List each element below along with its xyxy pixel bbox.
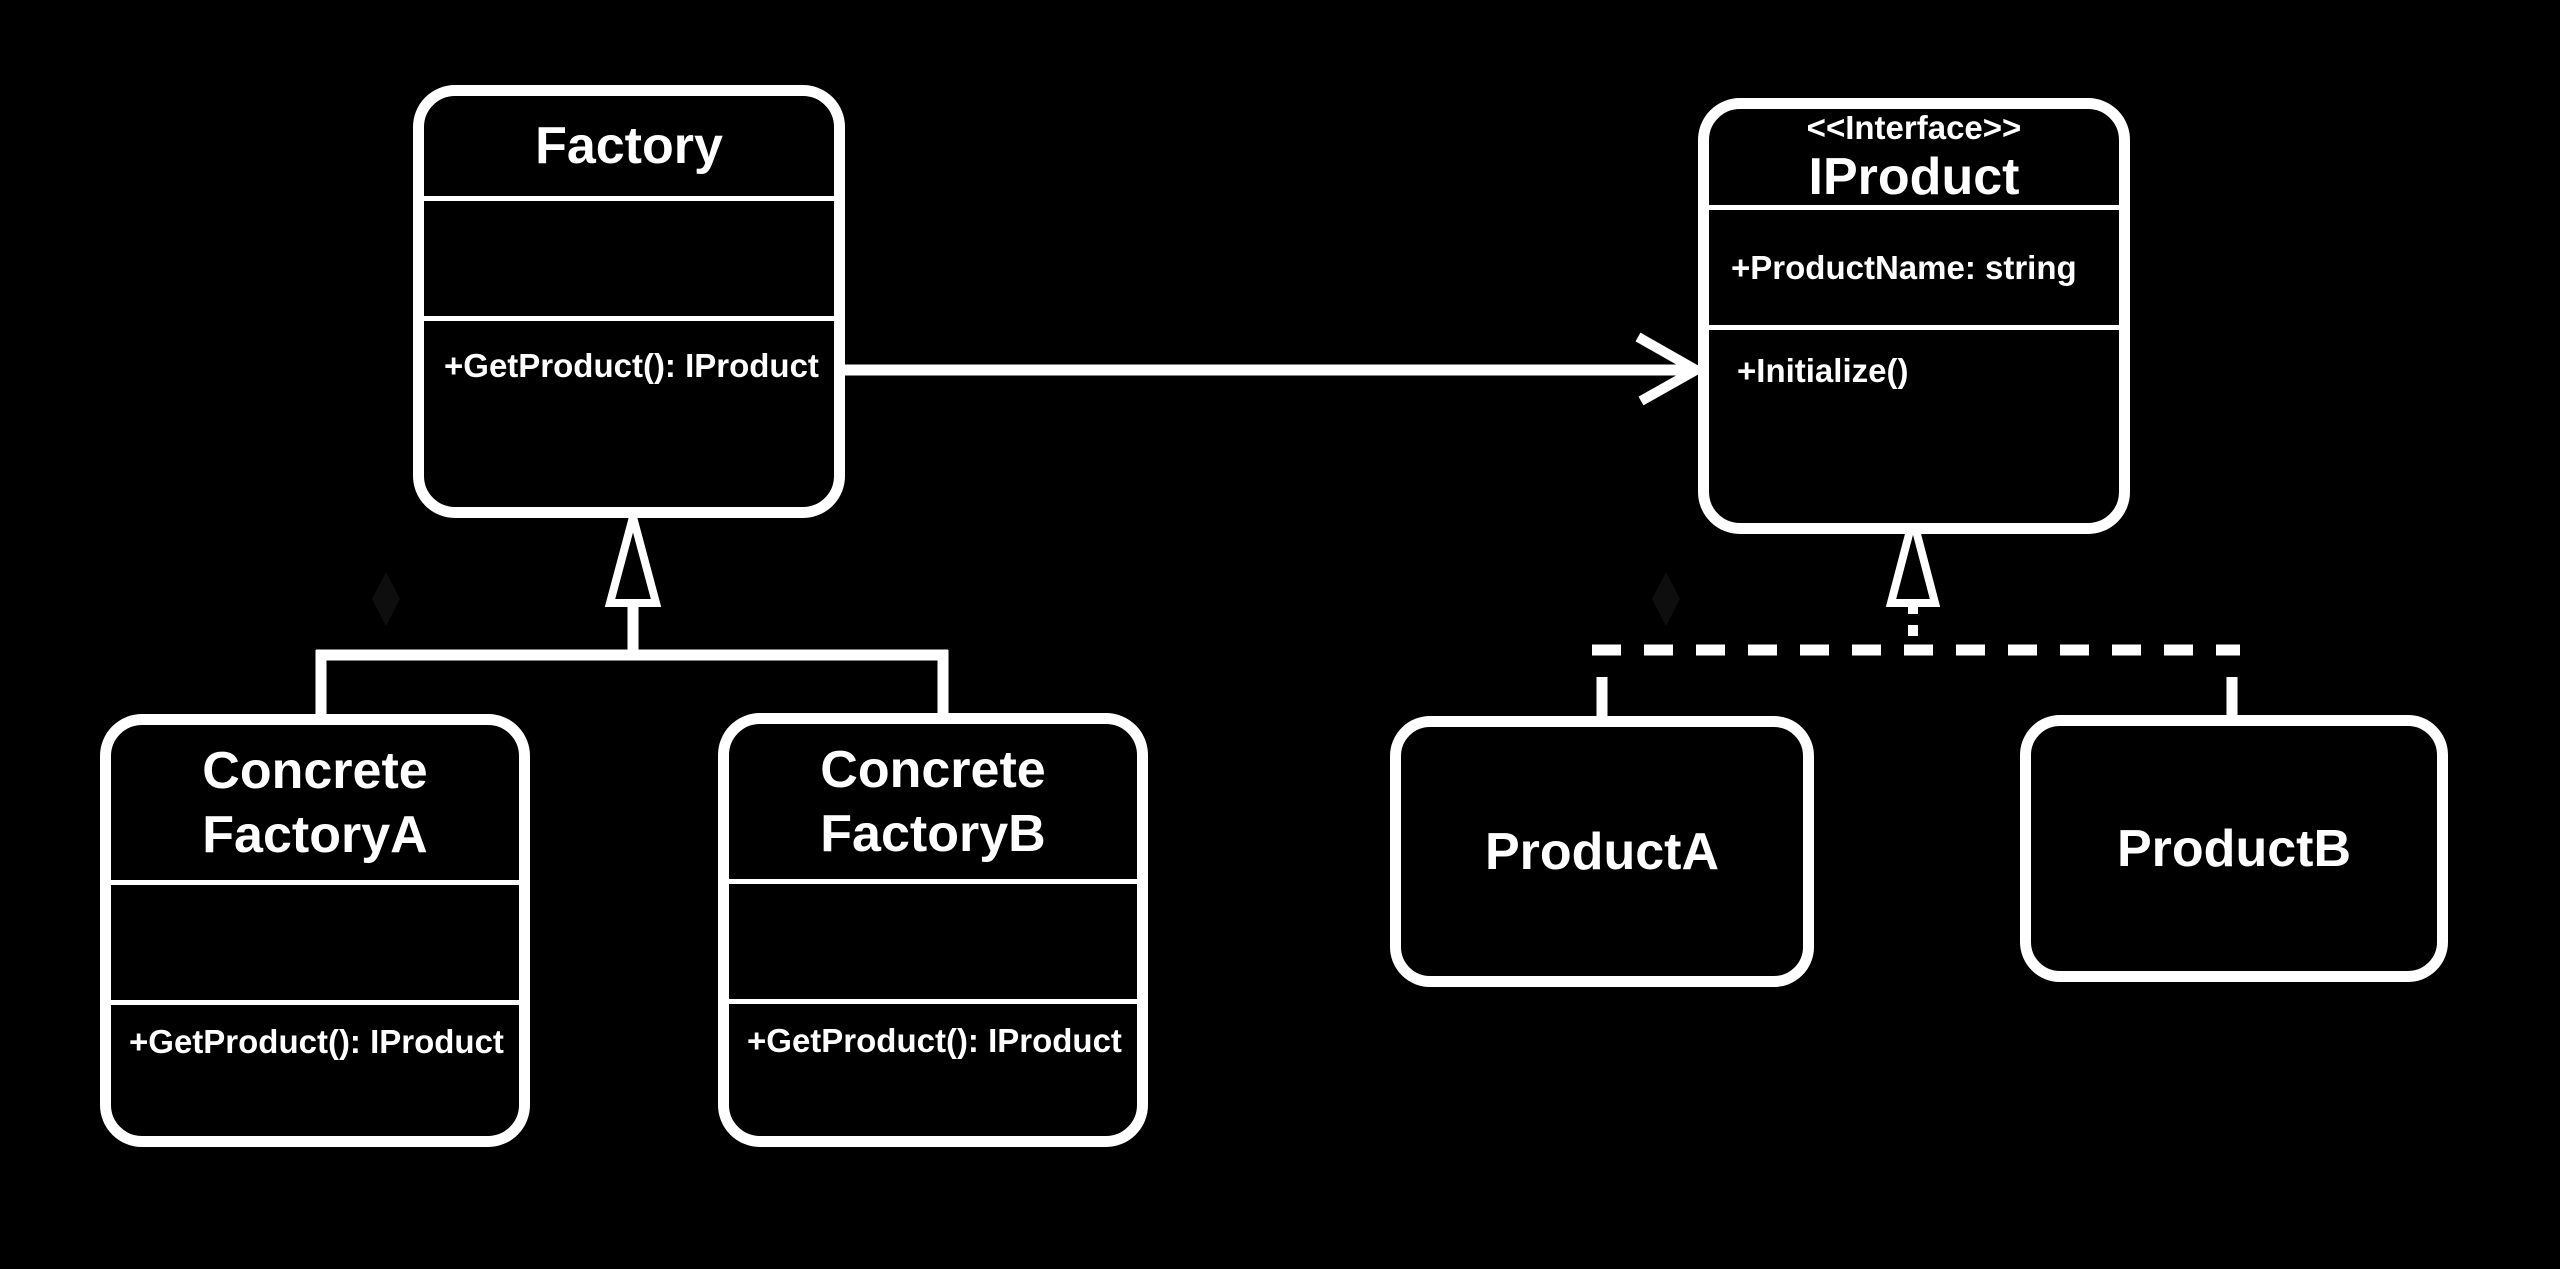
association-arrow-factory-to-iproduct bbox=[845, 332, 1707, 406]
method-label: +Initialize() bbox=[1737, 352, 1909, 389]
realization-connector bbox=[1592, 503, 2240, 717]
class-title: Factory bbox=[535, 117, 723, 175]
attributes-section bbox=[729, 879, 1137, 1004]
hollow-triangle-arrowhead bbox=[1885, 503, 1941, 607]
method-label: +GetProduct(): IProduct bbox=[129, 1023, 504, 1060]
class-box-concrete-factory-a[interactable]: Concrete FactoryA +GetProduct(): IProduc… bbox=[100, 714, 530, 1147]
class-title: Concrete FactoryB bbox=[820, 740, 1046, 863]
class-box-factory[interactable]: Factory +GetProduct(): IProduct bbox=[413, 85, 845, 518]
attributes-section bbox=[111, 880, 519, 1005]
class-title: ProductA bbox=[1485, 822, 1719, 881]
methods-section: +Initialize() bbox=[1709, 330, 2119, 523]
class-box-concrete-factory-b[interactable]: Concrete FactoryB +GetProduct(): IProduc… bbox=[718, 713, 1148, 1147]
methods-section: +GetProduct(): IProduct bbox=[424, 321, 834, 507]
method-label: +GetProduct(): IProduct bbox=[747, 1022, 1122, 1059]
class-box-product-b[interactable]: ProductB bbox=[2020, 715, 2448, 982]
ghost-diamond bbox=[1652, 572, 1680, 626]
method-label: +GetProduct(): IProduct bbox=[444, 347, 819, 384]
attribute-label: +ProductName: string bbox=[1731, 248, 2077, 286]
methods-section: +GetProduct(): IProduct bbox=[729, 1004, 1137, 1136]
class-title: ProductB bbox=[2117, 819, 2351, 878]
class-header: <<Interface>> IProduct bbox=[1709, 109, 2119, 206]
class-title: Concrete FactoryA bbox=[202, 741, 428, 864]
hollow-triangle-arrowhead bbox=[604, 501, 662, 607]
class-box-iproduct[interactable]: <<Interface>> IProduct +ProductName: str… bbox=[1698, 98, 2130, 534]
class-title: IProduct bbox=[1808, 148, 2020, 206]
methods-section: +GetProduct(): IProduct bbox=[111, 1005, 519, 1136]
ghost-diamond bbox=[372, 572, 400, 626]
class-box-product-a[interactable]: ProductA bbox=[1390, 716, 1814, 987]
attributes-section: +ProductName: string bbox=[1709, 205, 2119, 330]
stereotype-label: <<Interface>> bbox=[1806, 109, 2022, 146]
generalization-connector bbox=[315, 501, 949, 717]
attributes-section bbox=[424, 196, 834, 321]
